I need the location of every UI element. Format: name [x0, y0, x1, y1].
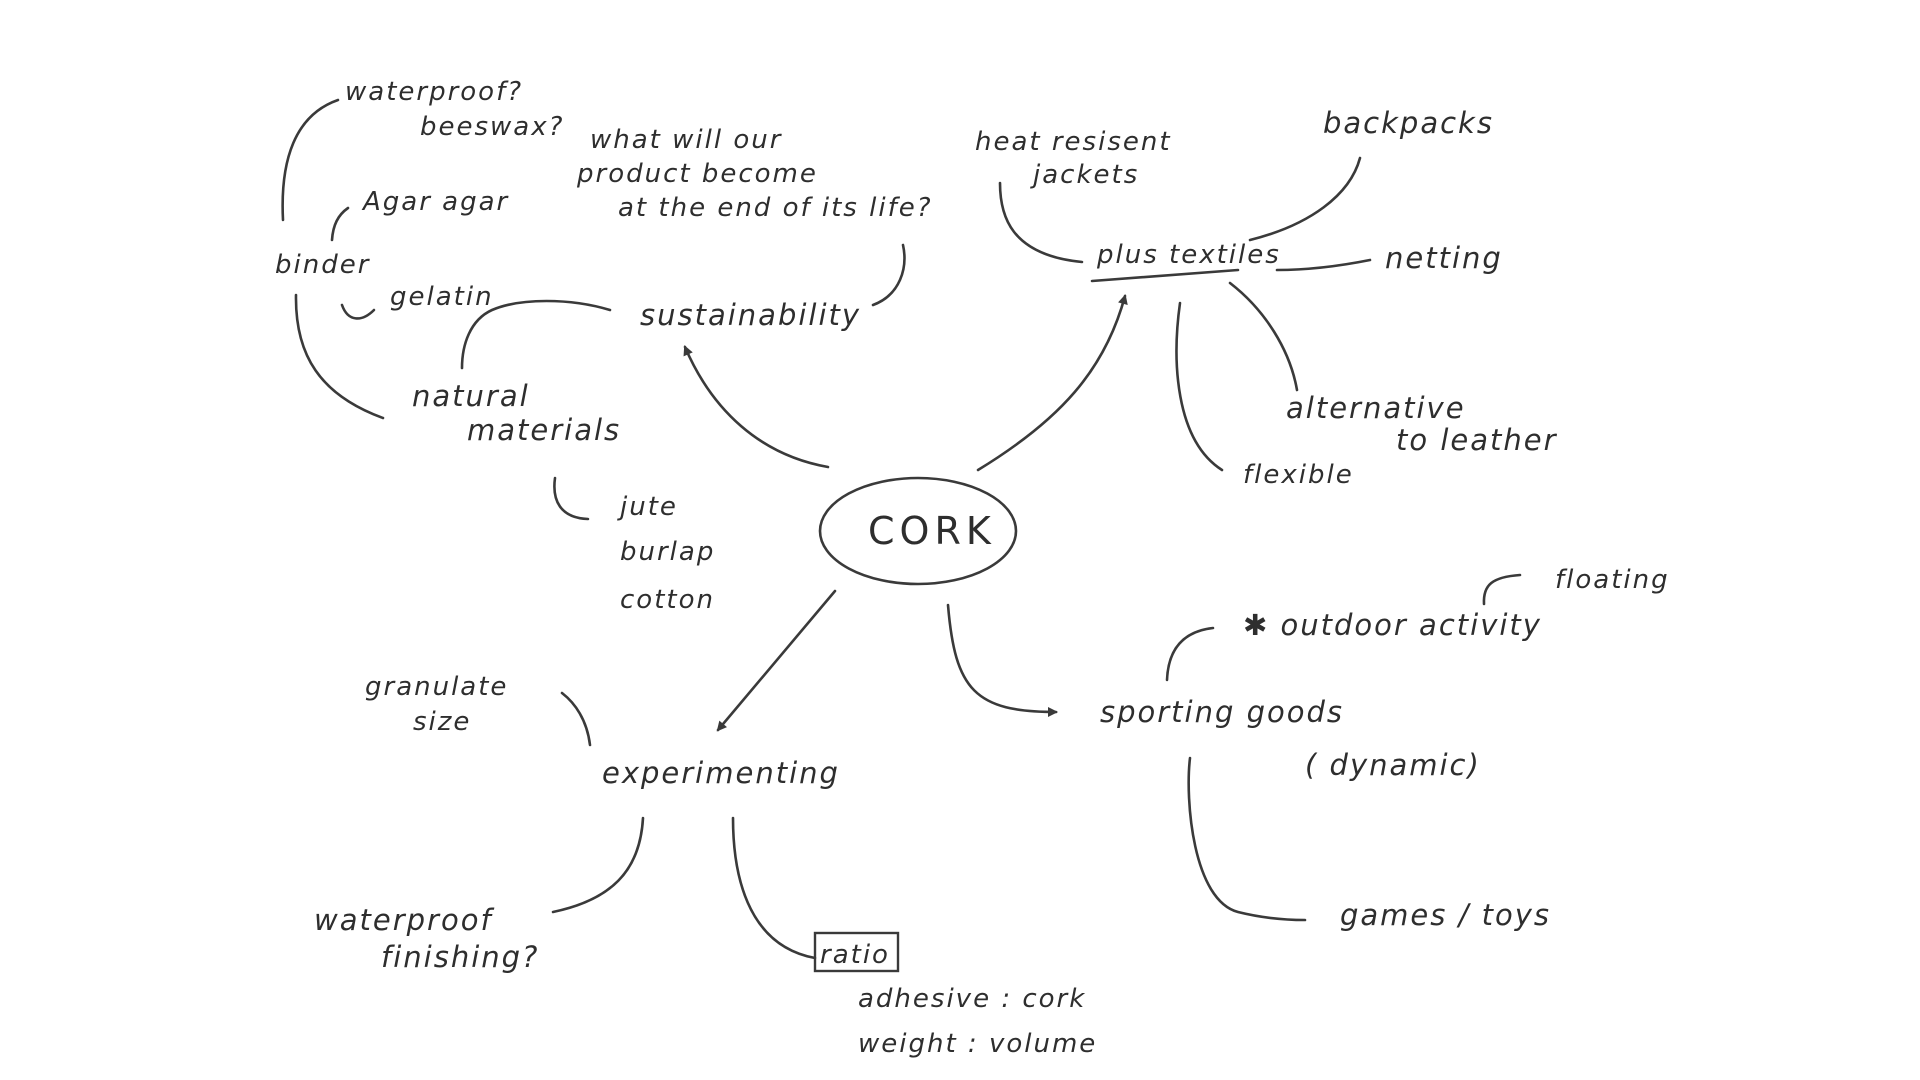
line-sporting-outdoor — [1165, 626, 1215, 682]
line-textiles-backpacks — [1248, 156, 1362, 242]
outdoor-activity-label: ✱ outdoor activity — [1243, 608, 1542, 642]
textiles-underline — [1090, 268, 1240, 283]
waterproof-line-1: waterproof — [314, 903, 494, 937]
center-node-outline — [818, 476, 1018, 586]
arrow-to-sustainability — [683, 345, 830, 469]
jackets-line-2: jackets — [1030, 160, 1139, 190]
flexible-label: flexible — [1243, 460, 1354, 490]
line-binder-gelatin — [340, 303, 376, 320]
arrow-to-textiles — [976, 294, 1128, 472]
arrow-to-experimenting — [716, 589, 837, 732]
binder-label: binder — [275, 250, 371, 280]
center-node-label: CORK — [868, 509, 996, 553]
sporting-goods-label: sporting goods — [1100, 695, 1344, 729]
line-materials-binder — [294, 293, 385, 420]
line-sustainability-materials — [460, 299, 612, 370]
jackets-line-1: heat resisent — [975, 127, 1172, 157]
line-binder-waterproof — [281, 98, 340, 222]
floating-label: floating — [1555, 565, 1670, 595]
granulate-line-2: size — [413, 707, 471, 737]
textiles-label: plus textiles — [1096, 240, 1281, 270]
line-experimenting-waterproof — [551, 816, 645, 914]
arrow-to-sporting — [946, 603, 1058, 717]
dynamic-label: ( dynamic) — [1305, 748, 1481, 782]
ratio-label: ratio — [820, 940, 890, 970]
games-toys-label: games / toys — [1340, 898, 1551, 932]
question-line-2: product become — [576, 159, 818, 189]
experimenting-label: experimenting — [602, 756, 840, 790]
binder-beeswax: beeswax? — [420, 112, 564, 142]
line-textiles-jackets — [998, 181, 1084, 264]
line-experimenting-granulate — [560, 691, 592, 747]
netting-label: netting — [1385, 241, 1503, 275]
natural-materials-line-2: materials — [467, 413, 621, 447]
question-line-3: at the end of its life? — [618, 193, 933, 223]
fiber-jute: jute — [617, 492, 678, 522]
line-materials-fibers — [553, 476, 590, 521]
binder-gelatin: gelatin — [390, 282, 494, 312]
line-sustainability-question — [871, 243, 906, 307]
backpacks-label: backpacks — [1323, 106, 1494, 140]
sustainability-label: sustainability — [640, 298, 861, 332]
fiber-cotton: cotton — [620, 585, 715, 615]
line-textiles-flexible — [1175, 301, 1224, 472]
line-outdoor-floating — [1482, 573, 1522, 606]
waterproof-line-2: finishing? — [381, 940, 539, 974]
binder-waterproof: waterproof? — [345, 77, 523, 107]
line-binder-agar — [330, 206, 350, 242]
line-experimenting-ratio — [731, 816, 817, 960]
fiber-burlap: burlap — [620, 537, 715, 567]
line-textiles-leather — [1228, 281, 1299, 392]
ratio-adhesive-cork: adhesive : cork — [858, 984, 1086, 1014]
ratio-weight-volume: weight : volume — [858, 1029, 1097, 1059]
granulate-line-1: granulate — [365, 672, 508, 702]
line-sporting-games — [1187, 756, 1307, 922]
question-line-1: what will our — [590, 125, 783, 155]
ratio-box — [813, 931, 900, 973]
leather-line-2: to leather — [1396, 423, 1558, 457]
leather-line-1: alternative — [1286, 391, 1466, 425]
natural-materials-line-1: natural — [412, 379, 530, 413]
binder-agar: Agar agar — [361, 187, 510, 217]
line-textiles-netting — [1275, 258, 1372, 272]
